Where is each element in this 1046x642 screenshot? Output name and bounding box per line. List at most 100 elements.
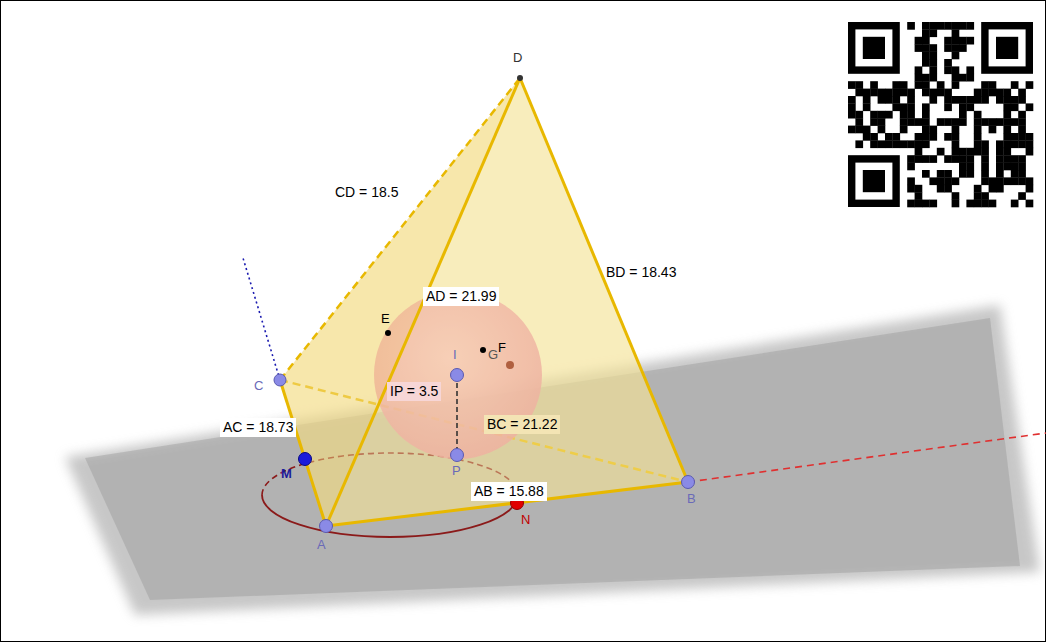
qr-module <box>929 29 937 37</box>
qr-module <box>929 66 937 74</box>
qr-module <box>1018 170 1026 178</box>
qr-module <box>878 89 886 97</box>
qr-finder <box>852 26 896 70</box>
qr-module <box>989 185 997 193</box>
qr-module <box>959 163 967 171</box>
qr-module <box>944 44 952 52</box>
qr-module <box>959 22 967 30</box>
qr-module <box>974 111 982 119</box>
qr-module <box>922 44 930 52</box>
qr-module <box>952 155 960 163</box>
qr-module <box>863 126 871 134</box>
qr-module <box>981 163 989 171</box>
qr-module <box>855 118 863 126</box>
qr-module <box>937 148 945 156</box>
qr-module <box>885 96 893 104</box>
qr-ground <box>844 18 1037 211</box>
qr-module <box>1011 170 1019 178</box>
qr-module <box>952 126 960 134</box>
qr-module <box>1003 126 1011 134</box>
qr-module <box>929 74 937 82</box>
qr-module <box>944 118 952 126</box>
qr-module <box>944 96 952 104</box>
qr-module <box>1003 103 1011 111</box>
qr-module <box>974 133 982 141</box>
qr-module <box>1018 89 1026 97</box>
qr-module <box>1003 96 1011 104</box>
qr-module <box>915 200 923 208</box>
qr-module <box>900 118 908 126</box>
qr-module <box>863 96 871 104</box>
qr-module <box>966 37 974 45</box>
qr-module <box>981 148 989 156</box>
qr-module <box>996 118 1004 126</box>
qr-module <box>1018 155 1026 163</box>
qr-module <box>937 185 945 193</box>
qr-module <box>878 96 886 104</box>
qr-module <box>863 103 871 111</box>
qr-module <box>870 118 878 126</box>
qr-module <box>1026 185 1034 193</box>
qr-module <box>885 140 893 148</box>
qr-module <box>1018 140 1026 148</box>
point-label: G <box>488 347 498 363</box>
qr-module <box>952 22 960 30</box>
qr-module <box>892 81 900 89</box>
qr-module <box>989 126 997 134</box>
qr-module <box>981 81 989 89</box>
qr-module <box>981 155 989 163</box>
qr-module <box>937 177 945 185</box>
qr-module <box>944 177 952 185</box>
point-label: E <box>381 311 390 327</box>
qr-module <box>922 74 930 82</box>
qr-module <box>1011 163 1019 171</box>
qr-module <box>937 170 945 178</box>
qr-module <box>922 200 930 208</box>
qr-module <box>1003 155 1011 163</box>
qr-module <box>1003 163 1011 171</box>
qr-module <box>959 118 967 126</box>
qr-module <box>915 44 923 52</box>
segment-ip <box>456 375 458 455</box>
qr-module <box>855 89 863 97</box>
qr-module <box>937 89 945 97</box>
aux-line-blue <box>243 258 280 380</box>
qr-module <box>892 96 900 104</box>
qr-module <box>915 148 923 156</box>
qr-module <box>989 89 997 97</box>
qr-module <box>929 177 937 185</box>
qr-module <box>922 52 930 60</box>
qr-module <box>1026 148 1034 156</box>
qr-module <box>915 37 923 45</box>
qr-module <box>907 185 915 193</box>
qr-module <box>922 170 930 178</box>
length-label: AD = 21.99 <box>423 287 499 306</box>
length-label: AB = 15.88 <box>471 482 547 501</box>
qr-module <box>996 177 1004 185</box>
qr-module <box>1018 133 1026 141</box>
qr-module <box>981 118 989 126</box>
qr-module <box>981 170 989 178</box>
qr-module <box>944 103 952 111</box>
point-label: P <box>452 463 461 479</box>
qr-module <box>915 118 923 126</box>
point-b <box>682 476 695 489</box>
qr-module <box>1026 103 1034 111</box>
qr-finder <box>985 26 1029 70</box>
qr-module <box>915 81 923 89</box>
qr-module <box>907 155 915 163</box>
length-label: AC = 18.73 <box>220 418 296 437</box>
qr-module <box>1011 133 1019 141</box>
qr-module <box>1026 133 1034 141</box>
qr-module <box>929 89 937 97</box>
qr-module <box>1026 200 1034 208</box>
qr-module <box>870 111 878 119</box>
qr-module <box>989 200 997 208</box>
qr-module <box>915 66 923 74</box>
point-p <box>451 449 464 462</box>
edge-ac <box>280 380 326 526</box>
qr-module <box>863 133 871 141</box>
qr-module <box>929 96 937 104</box>
qr-module <box>974 140 982 148</box>
qr-module <box>1018 177 1026 185</box>
